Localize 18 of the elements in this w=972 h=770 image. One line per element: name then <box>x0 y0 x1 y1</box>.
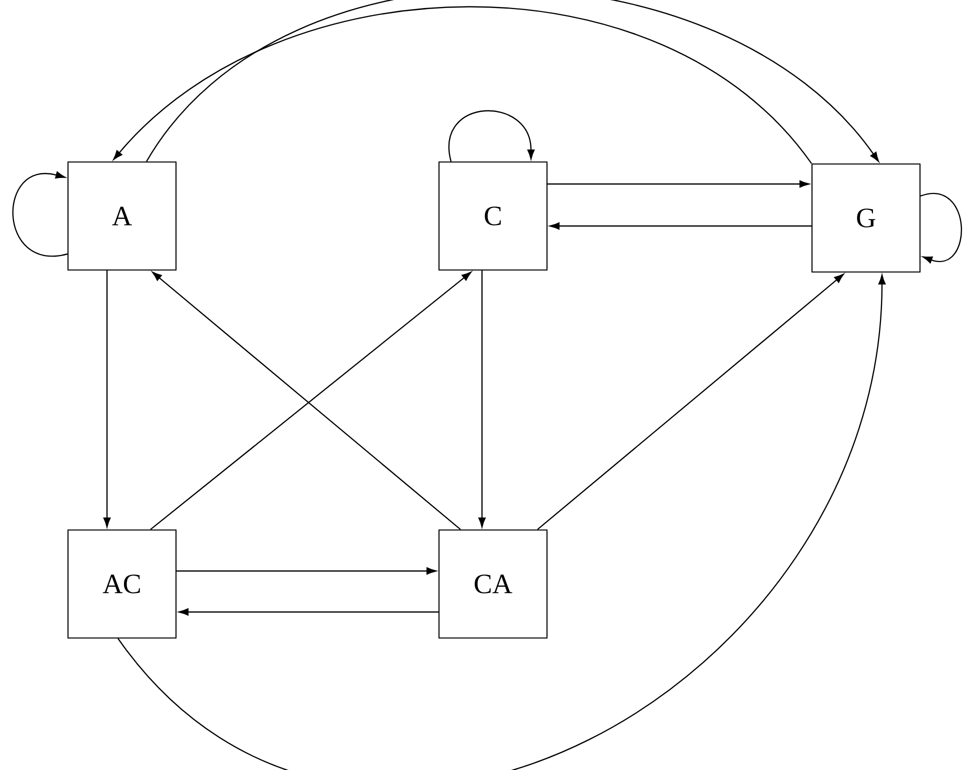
state-box: C <box>438 161 548 271</box>
arrow <box>178 608 438 616</box>
state-box: A <box>67 161 177 271</box>
arrow <box>550 222 812 230</box>
arrow <box>478 270 486 528</box>
arrow <box>118 274 886 770</box>
arrow <box>146 0 880 162</box>
loop-arrow <box>12 172 68 257</box>
loop-arrow <box>920 192 962 264</box>
arrow <box>103 270 111 528</box>
state-box: CA <box>438 529 548 639</box>
arrow <box>176 567 436 575</box>
state-box: G <box>811 163 921 273</box>
state-box: AC <box>67 529 177 639</box>
loop-arrow <box>448 110 535 162</box>
arrow <box>113 6 812 164</box>
arrow <box>537 274 844 530</box>
arrow <box>548 180 810 188</box>
